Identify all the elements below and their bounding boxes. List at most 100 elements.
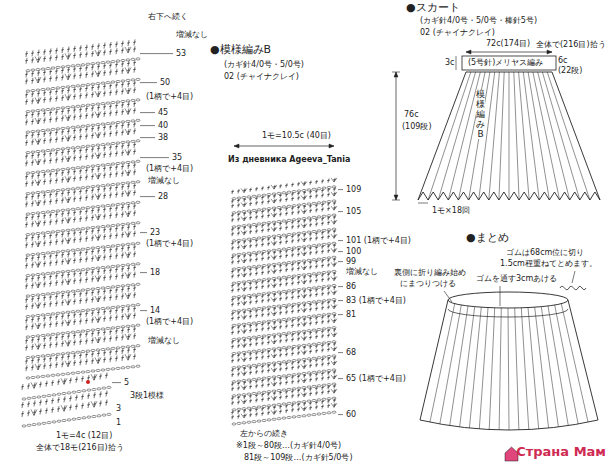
leader-line [140,310,147,311]
note-text: 02 (チャイナクレイ) [420,28,495,37]
note-text: 増減なし [148,176,180,185]
leader-line [338,352,343,353]
note-text: ●スカート [406,2,460,15]
note-text: ゴムを通す3cmあける [476,274,557,283]
note-text: 02 (チャイナクレイ) [224,72,299,81]
note-text: にまつりつける [400,279,456,288]
pleat-line [547,72,590,200]
pleat-line [479,308,488,429]
watermark-logo [505,447,518,461]
start-mark [86,380,90,384]
leader-line [338,251,343,252]
dimension-line [466,52,552,53]
middle-chart-chains [232,186,336,425]
row-number: 23 [150,228,160,237]
pleat-line [555,305,579,424]
leader-line [140,82,157,83]
note-text: 1.5cm程重ねてとめます。 [500,259,597,268]
pleat-line [508,308,509,430]
row-number: 105 [346,207,361,216]
leader-line [140,112,155,113]
note-text: 全体で(216目)拾う [536,40,606,49]
leader-line [338,378,343,379]
note-text: ●模様編みB [210,44,271,57]
note-text: 83 (1柄で+4目) [346,296,406,305]
pleat-line [499,308,501,430]
pleat-line [528,308,539,429]
note-text: 1モ=10.5c (40目) [262,131,331,140]
note-text: 6c [558,56,568,65]
pleat-line [469,307,481,428]
leader-line [572,271,575,283]
pleat-line [450,306,468,426]
note-text: 81段～109段…(カギ針5/0号) [244,453,353,462]
pleat-line [489,308,495,430]
row-number: 3 [116,404,121,413]
pleat-line [514,72,519,200]
left-chart-fans [35,47,131,370]
leader-line [444,291,452,302]
note-text: 72c(174目) [486,39,530,48]
pleat-line [542,72,579,200]
leader-line [140,232,147,233]
note-text: (22段) [558,66,582,75]
row-number: 18 [150,268,160,277]
note-text: 左からの続き [240,429,288,438]
row-number: 86 [346,282,356,291]
leader-line [140,125,155,126]
pleat-line [438,72,475,200]
row-number: 99 [346,257,356,266]
row-number: 100 [346,247,361,256]
elastic-coil [560,286,586,289]
skirt-body-outline [418,72,600,200]
note-text: 裏側に折り編み始め [394,268,466,277]
pleat-line [460,307,475,427]
dimension-tick [392,72,400,73]
note-text: 3c [445,58,455,67]
left-chart-start-fans [31,374,97,415]
leader-line [140,53,173,54]
leader-line [338,314,343,315]
row-number: 14 [150,306,160,315]
pleat-line [519,72,530,200]
note-text: Страна Мам [516,445,606,460]
row-number: 68 [346,348,356,357]
note-text: ●まとめ [466,232,509,245]
dimension-arrow [394,72,398,200]
dimension-line [396,72,397,200]
leader-line [140,137,155,138]
row-number: 38 [158,133,168,142]
pleat-line [541,307,558,427]
row-number: 60 [346,410,356,419]
note-text: (1柄で+4目) [146,92,193,101]
pleat-line [515,308,519,430]
row-number: 81 [346,310,356,319]
pleat-line [521,308,529,430]
note-text: (1柄で+4目) [146,317,193,326]
leader-line [338,286,343,287]
middle-chart-fans [241,178,337,418]
note-text: (カギ針4/0号・5/0号・棒針5号) [420,16,537,25]
note-text: 増減なし [176,30,208,39]
waistband-outline [462,56,556,70]
note-text: ゴムは68cm位に切り [506,248,584,257]
note-text: (109段) [402,122,432,131]
note-text: 1モ=4c (12目) [56,431,112,440]
leader-line [140,196,155,197]
note-text: 右下へ続く [148,12,188,21]
pleat-line [535,307,549,428]
note-text: 76c [404,110,419,119]
pleat-line [548,306,568,426]
row-number: 45 [158,108,168,117]
pleat-line [533,72,560,200]
row-number: 53 [176,49,186,58]
note-text: (カギ針4/0号・5/0号) [224,60,304,69]
leader-line [140,272,147,273]
leader-line [338,261,343,262]
row-number: 5 [124,378,129,387]
middle-chart-stitches [231,178,336,419]
note-text: 全体で18モ(216目)拾う [36,443,124,452]
pleat-line [561,304,588,422]
leader-line [338,211,343,212]
